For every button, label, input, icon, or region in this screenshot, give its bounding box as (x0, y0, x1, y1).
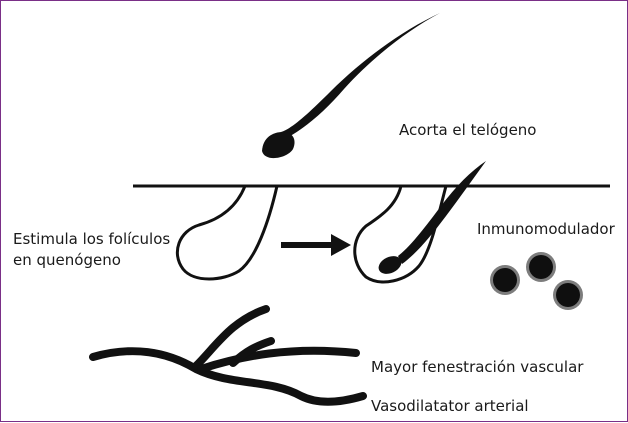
vascular-fenestration-label: Mayor fenestración vascular (371, 357, 583, 378)
anagen-follicle-icon (355, 186, 446, 282)
telogen-label: Acorta el telógeno (399, 120, 536, 141)
stimulate-follicles-line2: en quenógeno (13, 250, 170, 271)
stimulate-follicles-label: Estimula los folículos en quenógeno (13, 229, 170, 271)
vasodilator-label: Vasodilatator arterial (371, 396, 529, 417)
immunomodulator-label: Inmunomodulador (477, 219, 615, 240)
right-arrow-icon (281, 234, 351, 256)
hair-strand-icon (376, 161, 486, 277)
immune-cells-icon (490, 252, 583, 310)
empty-follicle-icon (177, 186, 277, 279)
blood-vessel-icon (93, 309, 363, 402)
stimulate-follicles-line1: Estimula los folículos (13, 229, 170, 250)
